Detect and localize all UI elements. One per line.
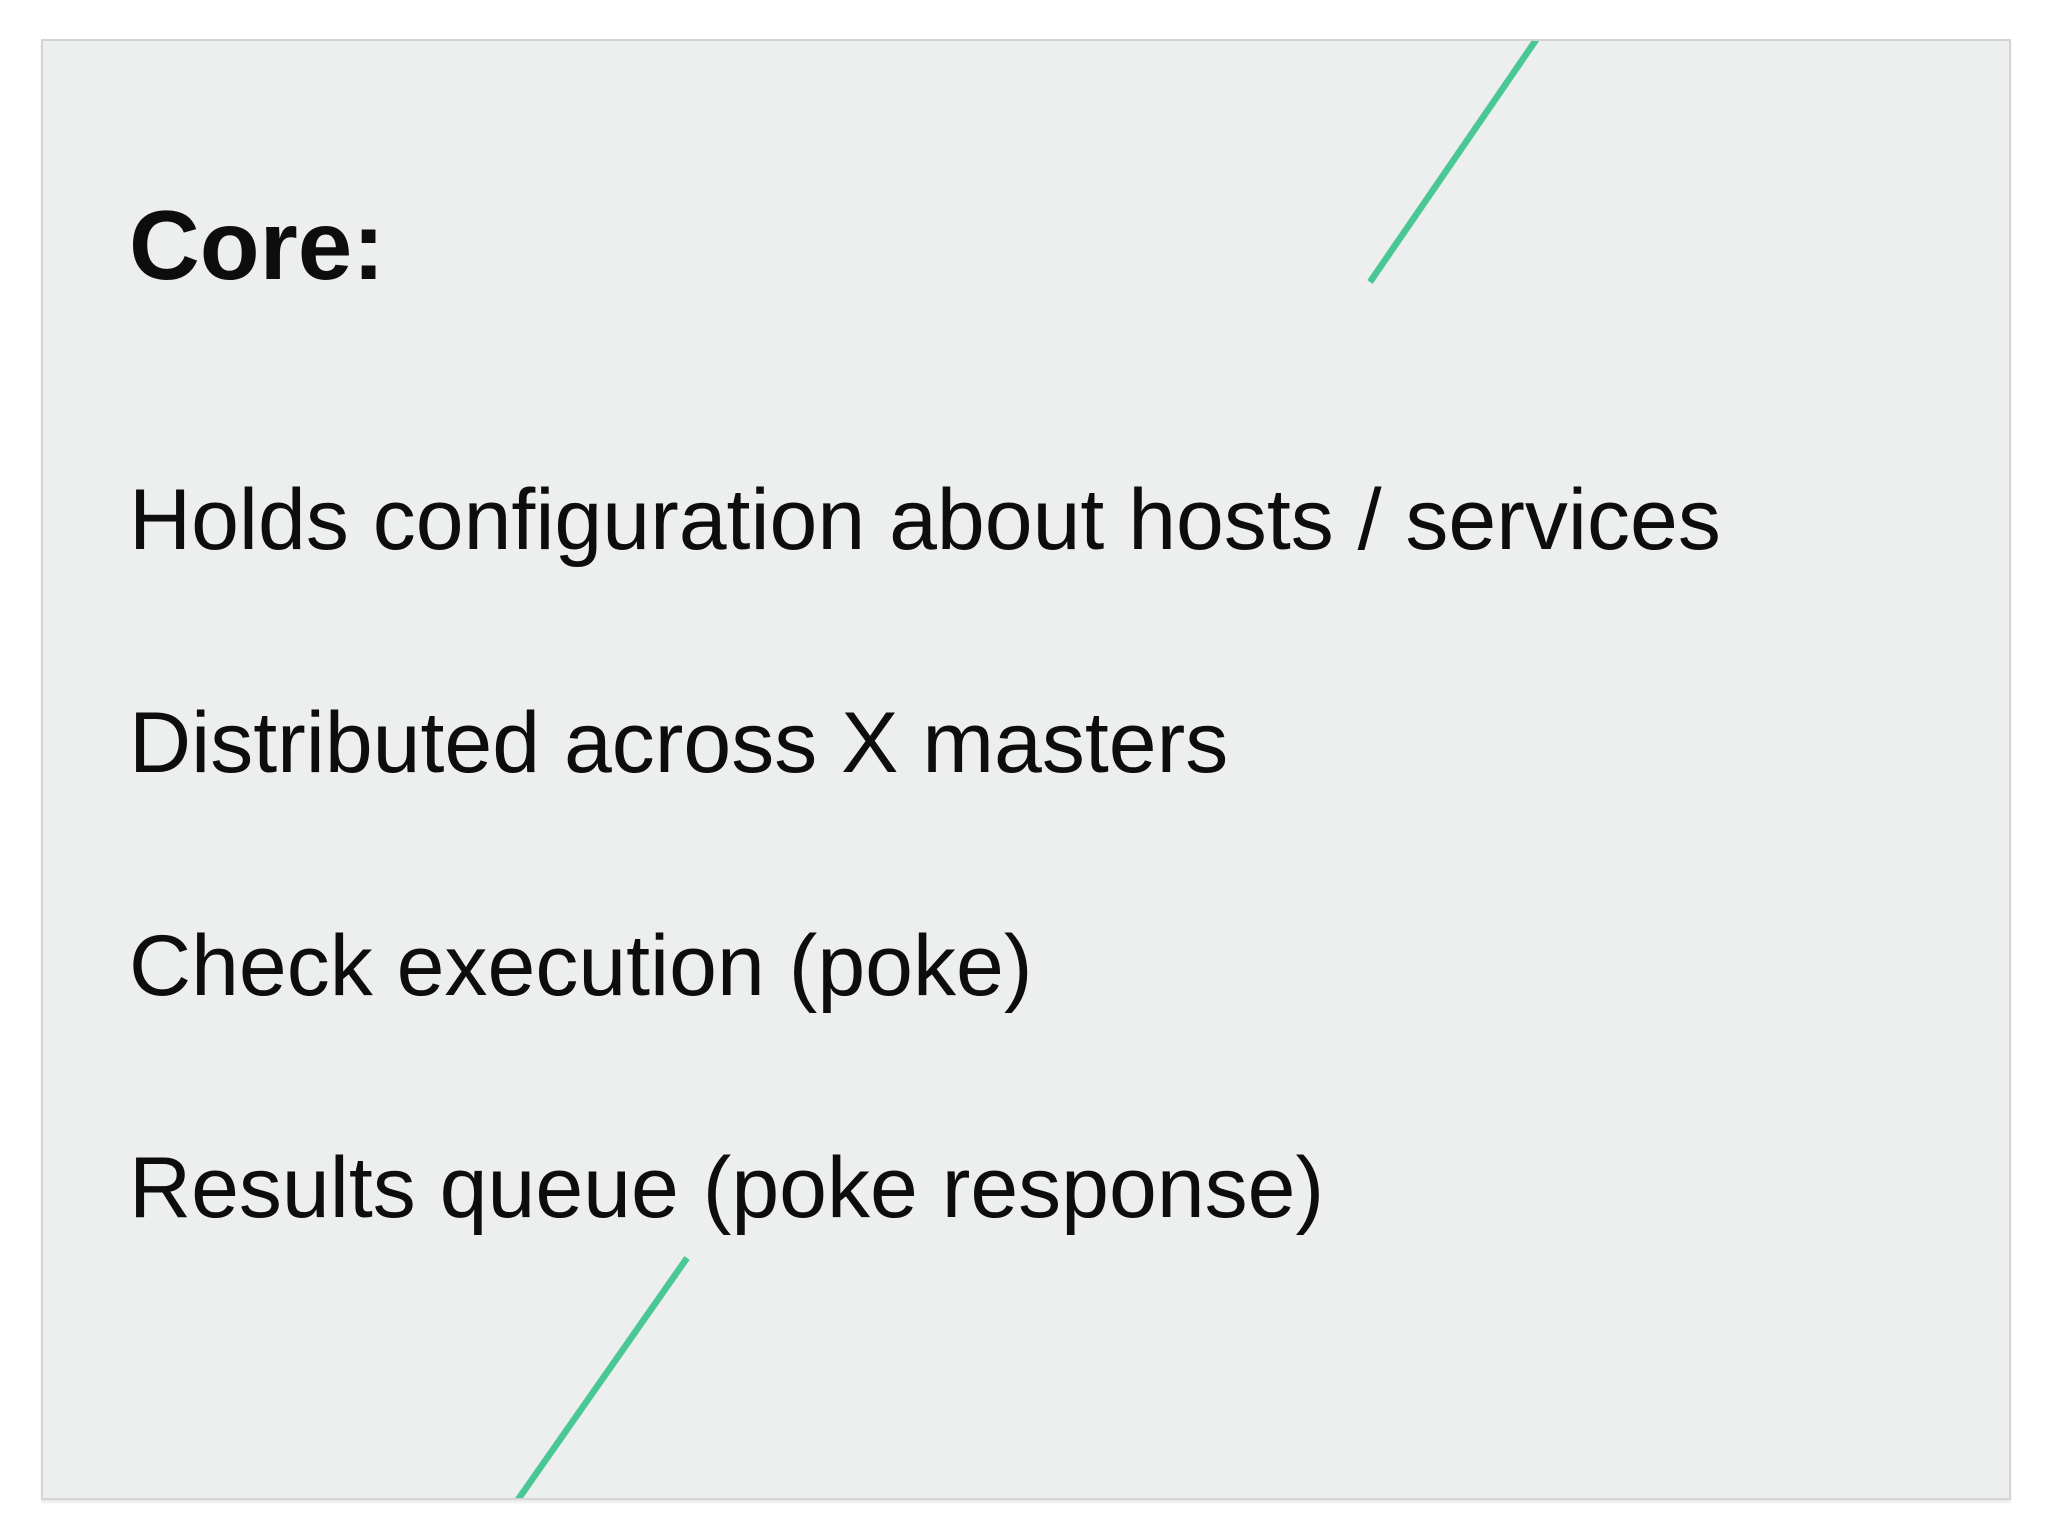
accent-line-top-right [1367, 41, 1540, 284]
bullet-line-configuration: Holds configuration about hosts / servic… [129, 472, 1721, 568]
bullet-line-distributed: Distributed across X masters [129, 695, 1229, 791]
accent-line-bottom-left [515, 1256, 690, 1498]
bullet-line-results-queue: Results queue (poke response) [129, 1140, 1325, 1236]
slide-canvas: Core: Holds configuration about hosts / … [41, 39, 2011, 1500]
slide-title: Core: [129, 190, 385, 300]
bullet-line-check-execution: Check execution (poke) [129, 918, 1033, 1014]
